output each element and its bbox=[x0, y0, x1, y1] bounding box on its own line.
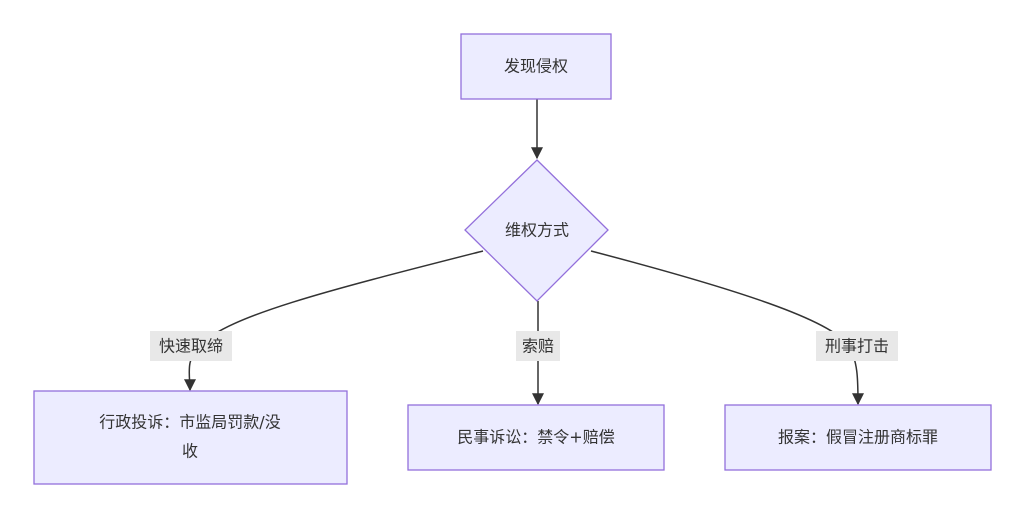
edge-label-criminal-strike: 刑事打击 bbox=[816, 331, 898, 361]
node-criminal-report[interactable]: 报案：假冒注册商标罪 bbox=[724, 404, 992, 471]
node-rights-method-decision[interactable]: 维权方式 bbox=[464, 159, 609, 302]
edge-label-fast-removal: 快速取缔 bbox=[150, 331, 232, 361]
edge-fast-removal bbox=[183, 250, 484, 392]
node-discover-infringement[interactable]: 发现侵权 bbox=[460, 33, 612, 100]
node-civil-litigation-label: 民事诉讼：禁令+赔偿 bbox=[457, 428, 614, 447]
node-administrative-complaint-label-line2: 收 bbox=[182, 442, 198, 461]
node-rights-method-decision-label: 维权方式 bbox=[505, 221, 569, 240]
node-administrative-complaint[interactable]: 行政投诉：市监局罚款/没 收 bbox=[33, 390, 348, 485]
node-criminal-report-label: 报案：假冒注册商标罪 bbox=[778, 428, 938, 447]
edge-label-criminal-strike-text: 刑事打击 bbox=[825, 337, 889, 356]
edge-label-compensation-text: 索赔 bbox=[522, 337, 554, 356]
edge-label-compensation: 索赔 bbox=[516, 331, 560, 361]
node-administrative-complaint-label-line1: 行政投诉：市监局罚款/没 bbox=[99, 413, 280, 432]
edge-criminal-strike bbox=[590, 250, 864, 406]
node-civil-litigation[interactable]: 民事诉讼：禁令+赔偿 bbox=[407, 404, 665, 471]
edge-label-fast-removal-text: 快速取缔 bbox=[159, 337, 223, 356]
node-discover-infringement-label: 发现侵权 bbox=[504, 57, 568, 76]
